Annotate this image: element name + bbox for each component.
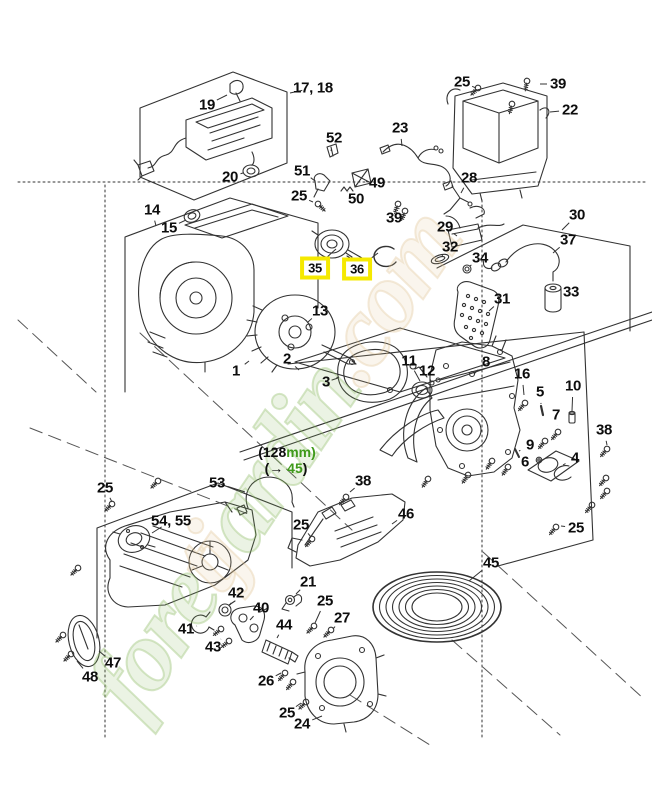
part-label: 30	[568, 206, 586, 224]
snap-ring-drawing	[373, 245, 397, 268]
vent-plate-drawing	[453, 281, 500, 349]
part-label: 38	[354, 472, 372, 490]
tensioner-drawing	[281, 594, 303, 612]
side-cover-drawing	[67, 614, 101, 668]
part-label: 48	[81, 668, 99, 686]
oil-seal-drawing	[411, 381, 433, 399]
part-label: 42	[227, 584, 245, 602]
tank-housing-drawing	[446, 82, 550, 202]
part-label: 52	[325, 129, 343, 147]
part-label: 8	[481, 353, 491, 371]
part-label: 2	[282, 350, 292, 368]
part-label: 25	[96, 479, 114, 497]
part-label: 6	[520, 453, 530, 471]
round-cover-drawing	[112, 525, 156, 553]
gasket-3-drawing	[331, 341, 408, 403]
part-label: 44	[275, 616, 293, 634]
top-handle-assembly-drawing	[133, 79, 273, 181]
piston-rings-drawing	[527, 450, 580, 482]
part-label: 37	[559, 231, 577, 249]
part-label: 19	[198, 96, 216, 114]
part-label: 3	[321, 373, 331, 391]
part-label: 13	[311, 302, 329, 320]
hose-coil-drawing	[372, 571, 502, 643]
part-label: 4	[570, 449, 580, 467]
part-label: 25	[567, 519, 585, 537]
part-label: 20	[221, 168, 239, 186]
part-label: 51	[293, 162, 311, 180]
highlighted-part-label[interactable]: 35	[300, 256, 330, 280]
ignition-module-drawing	[445, 215, 505, 248]
part-label: 31	[493, 290, 511, 308]
flywheel-drawing	[246, 294, 357, 373]
part-label: 28	[460, 169, 478, 187]
part-label: 15	[160, 219, 178, 237]
part-label: 25	[316, 592, 334, 610]
part-label: 26	[257, 672, 275, 690]
switch-parts-drawing	[313, 143, 372, 198]
lever-drawing	[443, 185, 485, 219]
filter-drawing	[544, 283, 562, 313]
gasket-32-drawing	[430, 253, 450, 265]
part-label: 5	[535, 383, 545, 401]
nut-drawing	[462, 264, 472, 274]
part-label: 46	[397, 505, 415, 523]
part-label: 17, 18	[293, 79, 333, 97]
dimension-note: (128mm)	[258, 444, 316, 460]
part-label: 38	[595, 421, 613, 439]
part-label: 32	[441, 238, 459, 256]
part-label: 25	[453, 73, 471, 91]
part-label: 40	[252, 599, 270, 617]
part-label: 1	[231, 362, 241, 380]
part-label: 41	[177, 620, 195, 638]
part-label: 39	[549, 75, 567, 93]
part-label: 10	[564, 377, 582, 395]
part-label: 49	[368, 174, 386, 192]
part-label: 45	[482, 554, 500, 572]
part-label: 50	[347, 190, 365, 208]
highlighted-part-label[interactable]: 36	[342, 257, 372, 281]
part-label: 33	[562, 283, 580, 301]
part-label: 34	[471, 249, 489, 267]
part-label: 25	[290, 187, 308, 205]
part-label: 9	[525, 436, 535, 454]
part-label: 21	[299, 573, 317, 591]
part-label: 47	[104, 654, 122, 672]
reference-note: (→ 45)	[264, 460, 308, 476]
part-label: 25	[278, 704, 296, 722]
part-label: 23	[391, 119, 409, 137]
fuel-line-drawing	[482, 243, 560, 282]
part-label: 39	[385, 209, 403, 227]
part-label: 43	[204, 638, 222, 656]
part-label: 7	[551, 406, 561, 424]
fuel-hose-drawing	[236, 476, 295, 516]
crankcase-drawing	[379, 335, 521, 477]
part-label: 16	[513, 365, 531, 383]
part-label: 22	[561, 101, 579, 119]
small-fasteners-drawing	[514, 404, 576, 464]
part-label: 11	[401, 352, 417, 370]
part-label: 27	[333, 609, 351, 627]
part-label: 29	[436, 218, 454, 236]
arrow-icon: →	[269, 460, 288, 476]
part-label: 54, 55	[151, 512, 191, 530]
starter-housing-drawing	[105, 501, 257, 608]
part-label: 53	[208, 474, 226, 492]
part-label: 14	[143, 201, 161, 219]
part-label: 12	[418, 362, 436, 380]
part-label: 25	[292, 516, 310, 534]
clutch-cover-drawing	[296, 635, 387, 733]
fan-housing-drawing	[138, 203, 289, 373]
part-label: 24	[293, 715, 311, 733]
